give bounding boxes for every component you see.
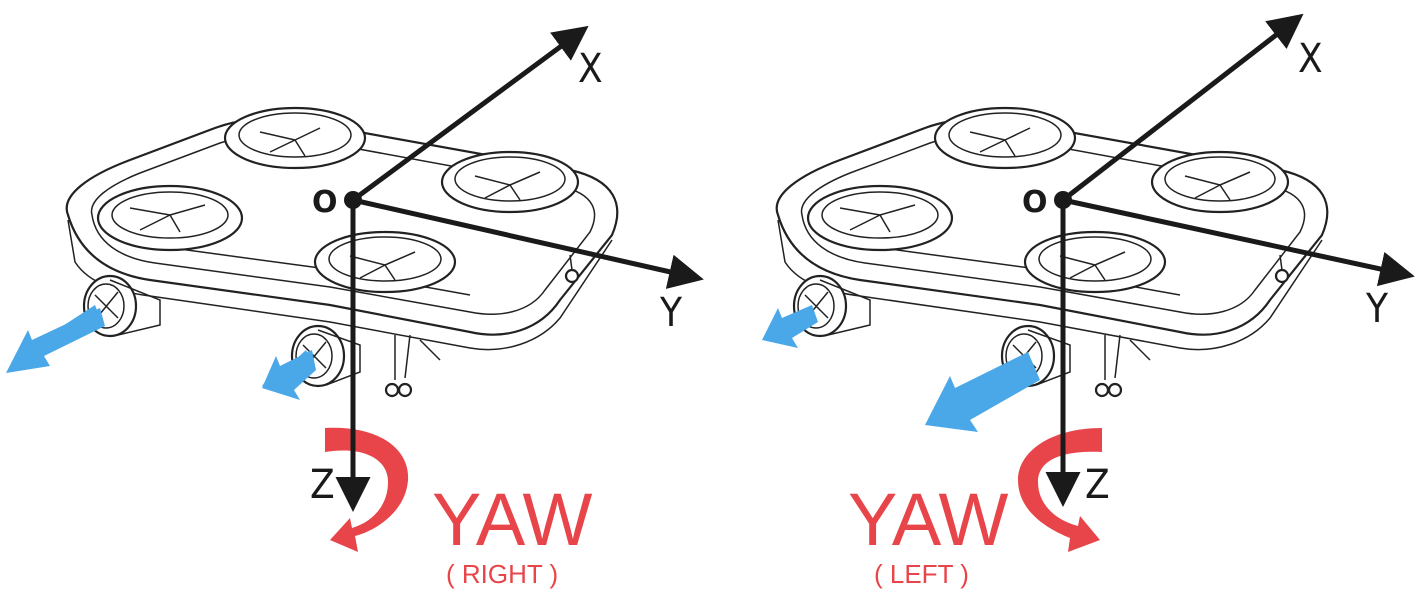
thrust-arrow-rear: [762, 305, 818, 348]
yaw-arrow-clockwise: [325, 427, 409, 552]
drone-illustration: [65, 106, 619, 398]
axis-system: [1045, 13, 1415, 507]
y-axis: [1062, 197, 1415, 287]
thrust-arrow-front: [262, 350, 316, 400]
z-axis-label: Z: [310, 462, 335, 508]
origin-label: O: [312, 185, 338, 220]
drone-illustration: [775, 106, 1329, 398]
axis-system: [335, 25, 704, 512]
x-axis-label: X: [1298, 36, 1323, 82]
origin-point: [344, 191, 362, 209]
thrust-arrow-front: [925, 352, 1040, 432]
z-axis-label: Z: [1085, 462, 1110, 508]
yaw-direction-label: ( RIGHT ): [446, 559, 558, 589]
origin-point: [1054, 191, 1072, 209]
thrust-arrow-rear: [6, 305, 105, 373]
x-axis: [351, 25, 589, 203]
yaw-label: YAW: [848, 478, 1008, 561]
x-axis: [1061, 13, 1304, 202]
panel-yaw-right: X Y Z O YAW ( RIGHT ): [6, 25, 704, 589]
origin-label: O: [1022, 185, 1048, 220]
yaw-direction-label: ( LEFT ): [874, 559, 969, 589]
y-axis-label: Y: [659, 290, 683, 336]
yaw-arrow-counterclockwise: [1018, 428, 1102, 552]
panel-yaw-left: X Y Z O YAW ( LEFT ): [762, 13, 1415, 589]
x-axis-label: X: [578, 46, 603, 92]
yaw-label: YAW: [432, 478, 592, 561]
y-axis-label: Y: [1365, 286, 1389, 332]
y-axis: [352, 197, 704, 289]
